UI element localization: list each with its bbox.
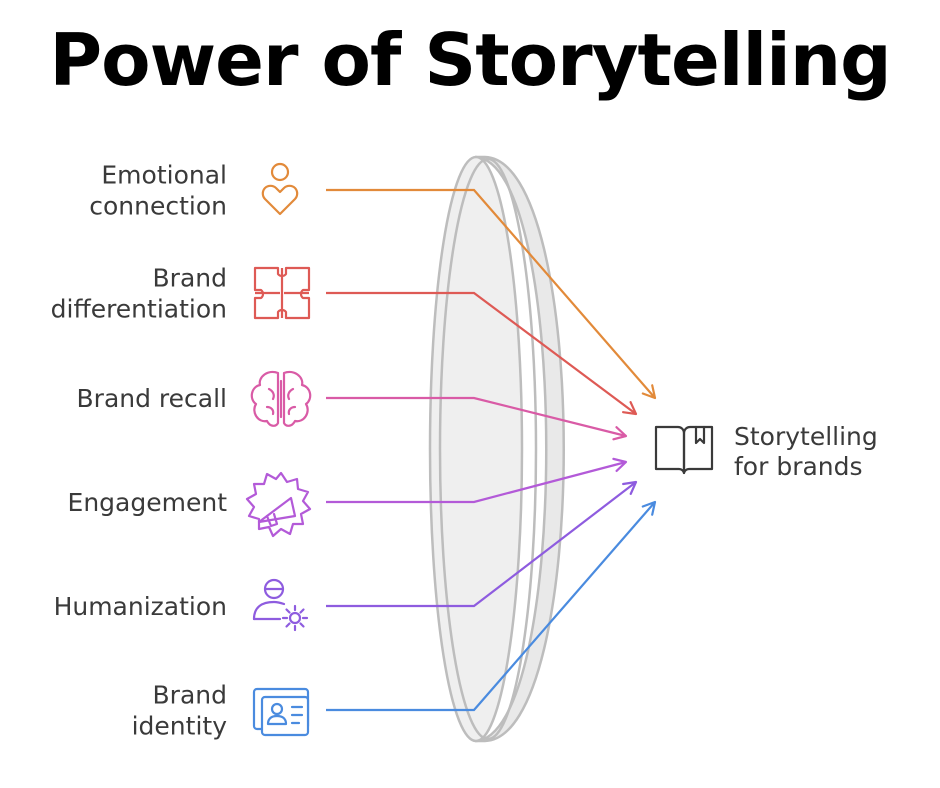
input-label-line: Emotional xyxy=(101,161,227,190)
heart-person-icon xyxy=(261,162,299,216)
arrowhead-5 xyxy=(641,500,657,516)
target-label-line: for brands xyxy=(734,452,863,481)
target-label-line: Storytelling xyxy=(734,422,878,451)
connectors xyxy=(326,188,657,712)
page-title: Power of Storytelling xyxy=(49,18,891,102)
input-label-line: Humanization xyxy=(54,592,227,621)
input-label-3: Engagement xyxy=(68,488,228,517)
input-label-line: Brand xyxy=(153,681,227,710)
lens-inner-ring xyxy=(438,157,538,741)
input-label-line: connection xyxy=(89,192,227,221)
arrowhead-0 xyxy=(641,384,657,400)
input-label-line: Engagement xyxy=(68,488,228,517)
lens xyxy=(428,155,565,743)
open-book-icon xyxy=(654,425,714,475)
input-label-line: Brand recall xyxy=(77,384,227,413)
arrowhead-3 xyxy=(612,457,628,473)
connector-5 xyxy=(326,501,656,712)
id-card-icon xyxy=(252,687,310,737)
connector-4 xyxy=(326,481,637,608)
lens-face xyxy=(428,155,524,743)
person-gear-icon xyxy=(252,578,309,632)
connector-1 xyxy=(326,291,637,415)
brain-icon xyxy=(250,370,312,427)
megaphone-icon xyxy=(245,471,312,538)
input-label-line: identity xyxy=(132,712,228,741)
input-label-line: Brand xyxy=(153,264,227,293)
connector-0 xyxy=(326,188,656,399)
connector-2 xyxy=(326,396,627,438)
puzzle-icon xyxy=(253,266,311,320)
connector-3 xyxy=(326,460,627,504)
input-label-line: differentiation xyxy=(51,295,227,324)
arrowhead-2 xyxy=(612,426,628,441)
arrowhead-4 xyxy=(622,480,638,495)
input-label-4: Humanization xyxy=(54,592,227,621)
input-label-2: Brand recall xyxy=(77,384,227,413)
arrowhead-1 xyxy=(622,401,638,416)
